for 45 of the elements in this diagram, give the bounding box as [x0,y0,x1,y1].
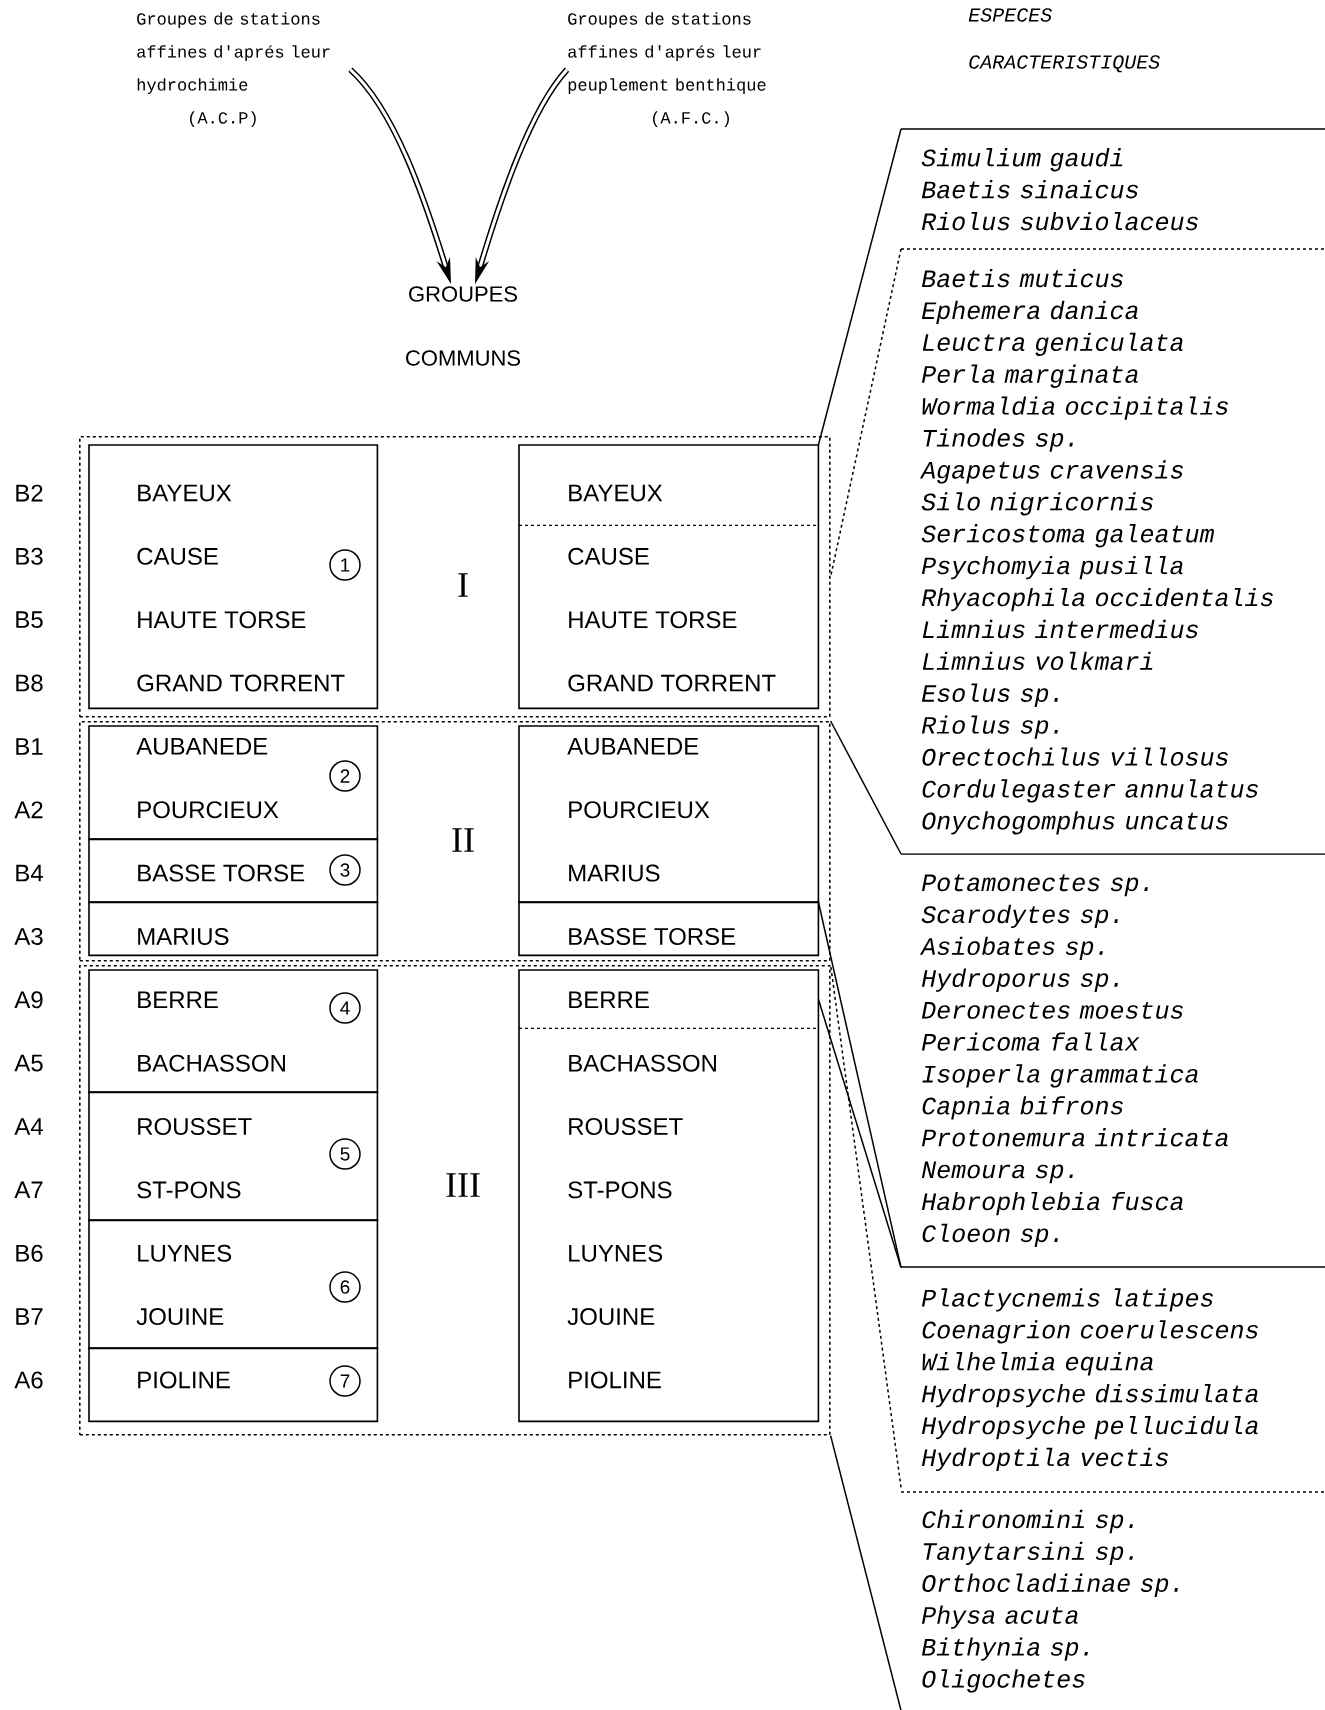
circled-number: 3 [329,854,361,886]
connector-line [817,128,902,446]
station-code: A9 [14,991,43,1009]
station-code: A2 [14,801,43,819]
station-box: BAYEUX [518,444,820,527]
circled-number: 2 [329,760,361,792]
circled-number: 7 [329,1365,361,1397]
station-box: BACHASSON ROUSSET ST-PONS LUYNES JOUINE PIOLINE [518,1027,820,1423]
connector-line [829,1434,902,1710]
station-code: B3 [16,547,43,565]
circled-number: 5 [329,1138,361,1170]
species-list: Chironomini sp. Tanytarsini sp. Orthocladiinae sp. Physa acuta Bithynia sp. Oligochetes [900,1491,1325,1693]
station-box: BERRE [518,969,820,1030]
species-list: Simulium gaudi Baetis sinaicus Riolus subviolaceus [900,128,1325,231]
station-code: A3 [14,927,43,945]
station-code: B4 [16,864,43,882]
station-box: MARIUS [88,901,379,957]
connector-line [829,964,902,1489]
station-code: B6 [16,1244,43,1262]
connector-line [829,248,902,578]
station-code: B1 [16,738,43,755]
station-code: A5 [14,1054,43,1072]
column-heading: ESPECES CARACTERISTIQUES [968,8,1160,73]
species-list: Plactycnemis latipes Coenagrion coerulescens Wilhelmia equina Hydropsyche dissimulata Hydropsyche pellucidula Hydroptila vectis [900,1266,1325,1472]
circled-number: 6 [329,1271,361,1303]
circled-number: 4 [329,992,361,1024]
connector-line [817,998,902,1269]
circled-number: 1 [329,549,361,581]
connector-line [829,720,902,855]
connector-line [817,901,902,1269]
station-box: BASSE TORSE [518,901,820,957]
station-code: A6 [14,1371,43,1389]
station-code: B2 [16,484,43,502]
station-code: B7 [16,1308,43,1325]
species-list: Potamonectes sp. Scarodytes sp. Asiobates sp. Hydroporus sp. Deronectes moestus Pericoma fallax Isoperla grammatica Capnia bifrons Protonemura intricata Nemoura sp. Habrophlebia fusca Cloeon sp. [900,853,1325,1248]
station-code: A7 [14,1181,43,1199]
station-code: B5 [16,611,43,629]
heading-text: Groupes de stations affines d'aprés leur peuplement benthique (A.F.C.) [568,12,766,128]
heading-text: Groupes de stations affines d'aprés leur hydrochimie (A.C.P) [137,12,330,128]
station-box: AUBANEDE POURCIEUX MARIUS [518,725,820,904]
heading-text: GROUPES COMMUNS [406,286,521,366]
station-code: A4 [14,1118,43,1135]
station-code: B8 [16,674,43,692]
species-list: Baetis muticus Ephemera danica Leuctra geniculata Perla marginata Wormaldia occipitalis Tinodes sp. Agapetus cravensis Silo nigricornis Sericostoma galeatum Psychomyia pusilla Rhyacophila occidentalis Limnius intermedius Limnius volkmari Esolus sp. Riolus sp. Orectochilus villosus Cordulegaster annulatus Onychogomphus uncatus [900,248,1325,835]
station-box: CAUSE HAUTE TORSE GRAND TORRENT [518,524,820,710]
